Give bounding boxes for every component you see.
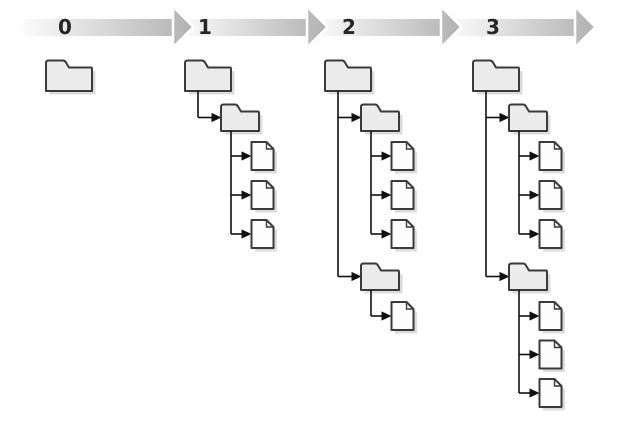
- file-icon: [538, 301, 565, 334]
- revision-number-label: 3: [486, 15, 500, 39]
- root-folder-icon: [184, 59, 235, 95]
- dog-ear-fold: [405, 181, 414, 189]
- connector-arrowhead-icon: [529, 311, 540, 321]
- dog-ear-fold: [265, 220, 274, 228]
- file-icon: [390, 301, 417, 334]
- revision-number-label: 0: [58, 15, 72, 39]
- dog-ear-fold: [553, 181, 562, 189]
- revision-0-tree: [45, 59, 96, 95]
- dog-ear-fold: [405, 142, 414, 150]
- timeline-arrowhead-icon: [573, 5, 597, 49]
- root-folder-icon: [45, 59, 96, 95]
- subfolder-icon: [220, 103, 263, 135]
- file-icon: [538, 141, 565, 174]
- connector-arrowhead-icon: [241, 190, 252, 200]
- file-icon: [538, 180, 565, 213]
- root-folder-icon: [324, 59, 375, 95]
- file-icon: [250, 141, 277, 174]
- timeline-arrow-shaft: [315, 19, 441, 36]
- connector-arrowhead-icon: [351, 112, 362, 123]
- timeline-arrowhead-icon: [171, 5, 195, 49]
- file-icon: [250, 219, 277, 252]
- revision-1-tree: [184, 59, 277, 252]
- dog-ear-fold: [553, 142, 562, 150]
- connector-arrowhead-icon: [381, 229, 392, 239]
- dog-ear-fold: [265, 142, 274, 150]
- revision-2-tree: [324, 59, 417, 334]
- file-icon: [538, 378, 565, 411]
- revision-3-tree: [472, 59, 565, 411]
- dog-ear-fold: [553, 379, 562, 387]
- connector-arrowhead-icon: [241, 229, 252, 239]
- revision-number-label: 1: [198, 15, 212, 39]
- connector-arrowhead-icon: [381, 151, 392, 161]
- connector-arrowhead-icon: [499, 112, 510, 123]
- connector-arrowhead-icon: [211, 112, 222, 123]
- timeline-arrow-shaft: [22, 19, 173, 36]
- dog-ear-fold: [405, 220, 414, 228]
- connector-arrowhead-icon: [529, 151, 540, 161]
- connector-arrowhead-icon: [351, 271, 362, 282]
- timeline-arrowhead-icon: [305, 5, 329, 49]
- connector-arrowhead-icon: [381, 311, 392, 321]
- connector-arrowhead-icon: [241, 151, 252, 161]
- timeline-arrowhead-icon: [439, 5, 463, 49]
- subfolder-icon: [508, 262, 551, 294]
- timeline-arrow-shaft: [449, 19, 575, 36]
- dog-ear-fold: [553, 302, 562, 310]
- dog-ear-fold: [405, 302, 414, 310]
- connector-arrowhead-icon: [529, 190, 540, 200]
- timeline-arrow-shaft: [181, 19, 307, 36]
- file-icon: [538, 339, 565, 372]
- connector-arrowhead-icon: [529, 349, 540, 360]
- dog-ear-fold: [553, 220, 562, 228]
- dog-ear-fold: [553, 340, 562, 349]
- file-icon: [538, 219, 565, 252]
- subfolder-icon: [360, 262, 403, 294]
- revision-timeline: 0 1 2 3: [22, 5, 597, 49]
- subfolder-icon: [360, 103, 403, 135]
- file-icon: [390, 180, 417, 213]
- file-icon: [390, 141, 417, 174]
- root-folder-icon: [472, 59, 523, 95]
- dog-ear-fold: [265, 181, 274, 189]
- connector-arrowhead-icon: [529, 229, 540, 239]
- file-icon: [390, 219, 417, 252]
- connector-arrowhead-icon: [529, 388, 540, 398]
- file-icon: [250, 180, 277, 213]
- subfolder-icon: [508, 103, 551, 135]
- revision-number-label: 2: [342, 15, 356, 39]
- connector-arrowhead-icon: [499, 271, 510, 282]
- connector-arrowhead-icon: [381, 190, 392, 200]
